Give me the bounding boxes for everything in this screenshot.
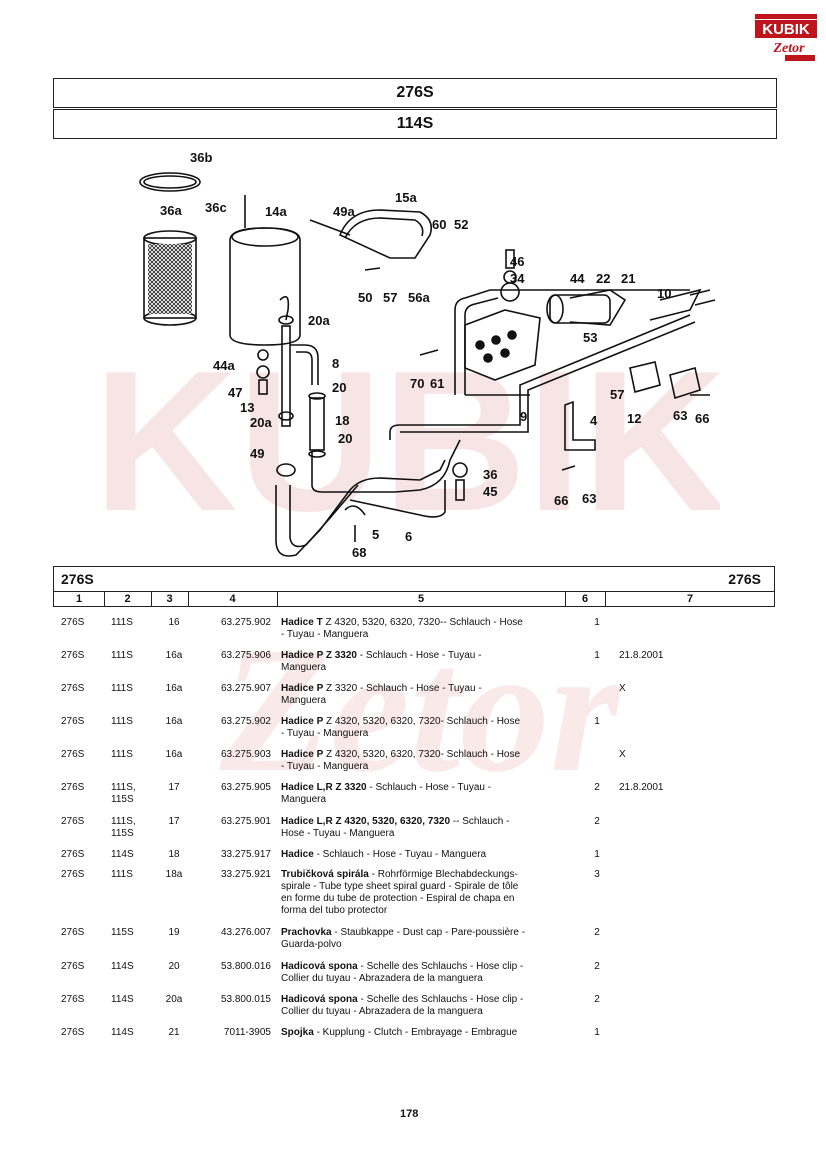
svg-text:20a: 20a bbox=[250, 415, 272, 430]
svg-text:10: 10 bbox=[657, 286, 671, 301]
filter-element-36a bbox=[143, 237, 197, 319]
svg-text:49a: 49a bbox=[333, 204, 355, 219]
col-header-5: 5 bbox=[277, 592, 566, 606]
svg-text:47: 47 bbox=[228, 385, 242, 400]
svg-text:36b: 36b bbox=[190, 150, 212, 165]
svg-text:20: 20 bbox=[338, 431, 352, 446]
hydraulic-hose-exploded-diagram: 36b 36a 36c 14a 49a 15a 60 52 46 34 44 2… bbox=[139, 150, 716, 560]
col-header-2: 2 bbox=[104, 592, 152, 606]
svg-text:KUBIK: KUBIK bbox=[100, 330, 720, 553]
model-header: 276S bbox=[53, 78, 777, 108]
svg-text:66: 66 bbox=[695, 411, 709, 426]
svg-text:57: 57 bbox=[610, 387, 624, 402]
svg-text:13: 13 bbox=[240, 400, 254, 415]
svg-text:20: 20 bbox=[332, 380, 346, 395]
parts-table: 276S 276S 1 2 3 4 5 6 7 276S 111S 16 63.… bbox=[53, 566, 775, 1038]
svg-text:61: 61 bbox=[430, 376, 444, 391]
svg-text:36c: 36c bbox=[205, 200, 227, 215]
svg-text:44: 44 bbox=[570, 271, 585, 286]
svg-text:53: 53 bbox=[583, 330, 597, 345]
svg-text:68: 68 bbox=[352, 545, 366, 560]
table-title-left: 276S bbox=[61, 571, 94, 587]
svg-text:46: 46 bbox=[510, 254, 524, 269]
svg-text:52: 52 bbox=[454, 217, 468, 232]
dealer-watermark: KUBIK Zetor bbox=[100, 330, 720, 809]
svg-text:Zetor: Zetor bbox=[772, 41, 805, 56]
svg-text:57: 57 bbox=[383, 290, 397, 305]
clamp-15a bbox=[338, 209, 433, 259]
svg-text:Zetor: Zetor bbox=[219, 610, 622, 809]
hose-18 bbox=[309, 397, 325, 451]
svg-text:50: 50 bbox=[358, 290, 372, 305]
svg-text:66: 66 bbox=[554, 493, 568, 508]
svg-text:14a: 14a bbox=[265, 204, 287, 219]
table-title-right: 276S bbox=[728, 571, 761, 587]
svg-text:20a: 20a bbox=[308, 313, 330, 328]
kubik-zetor-logo: KUBIK Zetor bbox=[755, 14, 817, 61]
svg-text:KUBIK: KUBIK bbox=[762, 21, 810, 38]
svg-text:44a: 44a bbox=[213, 358, 235, 373]
svg-text:49: 49 bbox=[250, 446, 264, 461]
svg-text:70: 70 bbox=[410, 376, 424, 391]
svg-text:22: 22 bbox=[596, 271, 610, 286]
svg-text:60: 60 bbox=[432, 217, 446, 232]
o-ring-36b bbox=[139, 172, 201, 192]
svg-text:18: 18 bbox=[335, 413, 349, 428]
svg-text:8: 8 bbox=[332, 356, 339, 371]
column-header-row: 1 2 3 4 5 6 7 bbox=[53, 591, 775, 607]
group-header: 114S bbox=[53, 109, 777, 139]
table-title-bar: 276S 276S bbox=[53, 566, 775, 591]
distributor-block bbox=[464, 309, 541, 381]
svg-text:4: 4 bbox=[590, 413, 598, 428]
svg-text:5: 5 bbox=[372, 527, 379, 542]
svg-text:36a: 36a bbox=[160, 203, 182, 218]
svg-text:63: 63 bbox=[673, 408, 687, 423]
svg-text:12: 12 bbox=[627, 411, 641, 426]
svg-text:6: 6 bbox=[405, 529, 412, 544]
svg-text:56a: 56a bbox=[408, 290, 430, 305]
col-header-1: 1 bbox=[54, 592, 105, 606]
svg-text:15a: 15a bbox=[395, 190, 417, 205]
col-header-7: 7 bbox=[686, 593, 694, 605]
col-header-6: 6 bbox=[565, 592, 606, 606]
svg-text:45: 45 bbox=[483, 484, 497, 499]
col-header-4: 4 bbox=[188, 592, 278, 606]
col-header-3: 3 bbox=[151, 592, 189, 606]
svg-text:36: 36 bbox=[483, 467, 497, 482]
svg-text:34: 34 bbox=[510, 271, 525, 286]
svg-text:9: 9 bbox=[520, 409, 527, 424]
svg-text:21: 21 bbox=[621, 271, 635, 286]
page-number: 178 bbox=[400, 1108, 419, 1120]
svg-text:63: 63 bbox=[582, 491, 596, 506]
